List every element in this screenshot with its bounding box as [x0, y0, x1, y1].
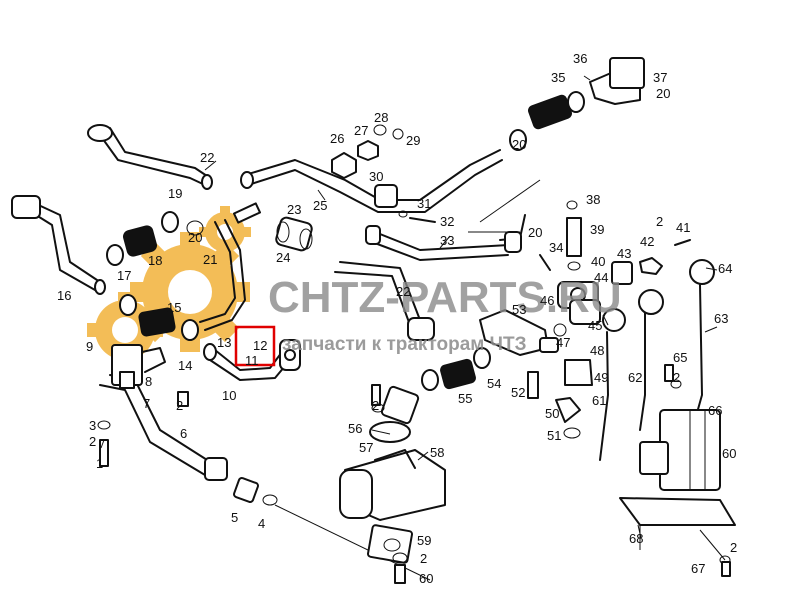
- callout-58: 58: [430, 445, 444, 460]
- callout-22-extra: 22: [396, 284, 410, 299]
- callout-60-extra: 60: [722, 446, 736, 461]
- callout-20-extra: 20: [656, 86, 670, 101]
- callout-17: 17: [117, 268, 131, 283]
- callout-32: 32: [440, 214, 454, 229]
- callout-11: 11: [245, 353, 259, 368]
- callout-20-extra: 20: [512, 137, 526, 152]
- callout-22: 22: [200, 150, 214, 165]
- callout-7: 7: [143, 396, 150, 411]
- callout-2-extra: 2: [656, 214, 663, 229]
- callout-67: 67: [691, 561, 705, 576]
- callout-30: 30: [369, 169, 383, 184]
- callout-21: 21: [203, 252, 217, 267]
- callout-57: 57: [359, 440, 373, 455]
- callout-2-extra: 2: [89, 434, 96, 449]
- callout-56: 56: [348, 421, 362, 436]
- callout-62: 62: [628, 370, 642, 385]
- part-drawings: [11, 57, 736, 584]
- callout-2-extra: 2: [673, 370, 680, 385]
- callout-50: 50: [545, 406, 559, 421]
- callout-49: 49: [594, 370, 608, 385]
- callout-40: 40: [591, 254, 605, 269]
- callout-19: 19: [168, 186, 182, 201]
- callout-1: 1: [96, 456, 103, 471]
- callout-28: 28: [374, 110, 388, 125]
- callout-39: 39: [590, 222, 604, 237]
- callout-4: 4: [258, 516, 265, 531]
- callout-60: 60: [419, 571, 433, 586]
- callout-52: 52: [511, 385, 525, 400]
- callout-13: 13: [217, 335, 231, 350]
- callout-64: 64: [718, 261, 732, 276]
- callout-15: 15: [167, 300, 181, 315]
- callout-3: 3: [89, 418, 96, 433]
- watermark: CHTZ-PARTS.RU запчасти к тракторам ЧТЗ: [268, 273, 622, 355]
- callout-27: 27: [354, 123, 368, 138]
- callout-5: 5: [231, 510, 238, 525]
- watermark-tagline: запчасти к тракторам ЧТЗ: [282, 334, 527, 355]
- callout-45: 45: [588, 318, 602, 333]
- callout-2: 2: [176, 398, 183, 413]
- callout-24: 24: [276, 250, 290, 265]
- callout-48: 48: [590, 343, 604, 358]
- callout-68: 68: [629, 531, 643, 546]
- callout-35: 35: [551, 70, 565, 85]
- callout-31: 31: [417, 196, 431, 211]
- callout-42: 42: [640, 234, 654, 249]
- callout-63: 63: [714, 311, 728, 326]
- callout-26: 26: [330, 131, 344, 146]
- callout-20-extra: 20: [528, 225, 542, 240]
- highlight-box: [234, 325, 276, 367]
- clamp-17: [106, 244, 124, 266]
- callout-37: 37: [653, 70, 667, 85]
- callout-66: 66: [708, 403, 722, 418]
- callout-14: 14: [178, 358, 192, 373]
- callout-61: 61: [592, 393, 606, 408]
- callout-51: 51: [547, 428, 561, 443]
- callout-23: 23: [287, 202, 301, 217]
- callout-53: 53: [512, 302, 526, 317]
- callout-29: 29: [406, 133, 420, 148]
- callout-2-extra: 2: [730, 540, 737, 555]
- callout-36: 36: [573, 51, 587, 66]
- callout-2-extra: 2: [420, 551, 427, 566]
- callout-34: 34: [549, 240, 563, 255]
- callout-2-extra: 2: [372, 398, 379, 413]
- leader-lines: [100, 75, 718, 539]
- callout-46: 46: [540, 293, 554, 308]
- callout-41: 41: [676, 220, 690, 235]
- callout-16: 16: [57, 288, 71, 303]
- callout-25: 25: [313, 198, 327, 213]
- callout-20: 20: [188, 230, 202, 245]
- callout-65: 65: [673, 350, 687, 365]
- callout-54: 54: [487, 376, 501, 391]
- callout-44: 44: [594, 270, 608, 285]
- callout-labels: 1 2 3 4 5 6 7 8 9 10 11 13 14 15 16 17 1…: [57, 51, 737, 586]
- callout-6: 6: [180, 426, 187, 441]
- callout-38: 38: [586, 192, 600, 207]
- callout-43: 43: [617, 246, 631, 261]
- callout-8: 8: [145, 374, 152, 389]
- callout-47: 47: [556, 335, 570, 350]
- watermark-brand: CHTZ-PARTS.RU: [268, 273, 622, 322]
- callout-10: 10: [222, 388, 236, 403]
- callout-59: 59: [417, 533, 431, 548]
- callout-9: 9: [86, 339, 93, 354]
- callout-18: 18: [148, 253, 162, 268]
- callout-highlight: 12: [253, 338, 267, 353]
- callout-55: 55: [458, 391, 472, 406]
